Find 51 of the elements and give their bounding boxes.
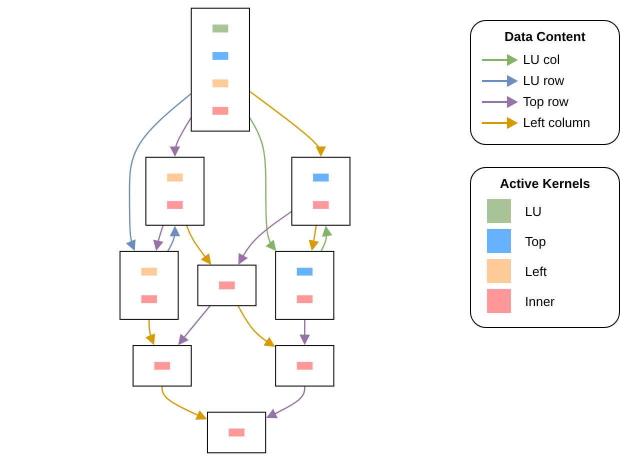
node-box xyxy=(219,282,235,290)
cluster xyxy=(206,412,266,454)
cluster xyxy=(291,156,350,226)
legend-label: Top xyxy=(525,234,546,248)
arrow xyxy=(126,93,192,251)
arrow xyxy=(248,117,276,252)
node-box xyxy=(141,268,157,276)
arrow xyxy=(238,210,292,265)
legend-label: Left column xyxy=(523,115,590,130)
arrow xyxy=(178,305,211,346)
node-box xyxy=(167,174,183,182)
node-box xyxy=(212,106,228,115)
arrow xyxy=(167,226,180,252)
arrow xyxy=(145,319,156,346)
legend-label: Top row xyxy=(523,94,569,109)
arrow xyxy=(249,90,326,157)
node-box xyxy=(141,295,157,304)
node-box xyxy=(167,201,183,209)
node-box xyxy=(212,79,228,88)
arrow xyxy=(170,117,192,157)
arrow xyxy=(299,319,310,346)
legend-title: Active Kernels xyxy=(498,176,592,191)
cluster xyxy=(275,345,334,387)
arrow xyxy=(266,386,306,418)
arrow xyxy=(162,386,207,420)
node-box xyxy=(296,362,313,370)
legend-label: Inner xyxy=(525,294,555,308)
node-box xyxy=(228,428,244,436)
cluster xyxy=(197,264,256,306)
arrow xyxy=(186,225,212,265)
node-box xyxy=(154,362,170,370)
cluster xyxy=(120,250,179,320)
node-box xyxy=(313,174,329,182)
legend-label: Left xyxy=(525,264,547,278)
node-box xyxy=(296,295,313,304)
node-box xyxy=(212,52,228,60)
cluster xyxy=(132,345,192,387)
arrow xyxy=(320,226,332,252)
cluster xyxy=(275,250,334,320)
legend-label: LU col xyxy=(523,52,560,67)
arrow xyxy=(153,225,164,251)
legend-title: Data Content xyxy=(504,29,586,44)
arrow xyxy=(308,225,319,251)
node-box xyxy=(313,201,329,209)
legend-label: LU row xyxy=(523,73,564,88)
cluster xyxy=(190,8,250,132)
node-box xyxy=(296,268,313,276)
arrow xyxy=(237,305,276,347)
cluster xyxy=(145,156,205,226)
legend-label: LU xyxy=(525,204,542,218)
node-box xyxy=(212,24,228,32)
